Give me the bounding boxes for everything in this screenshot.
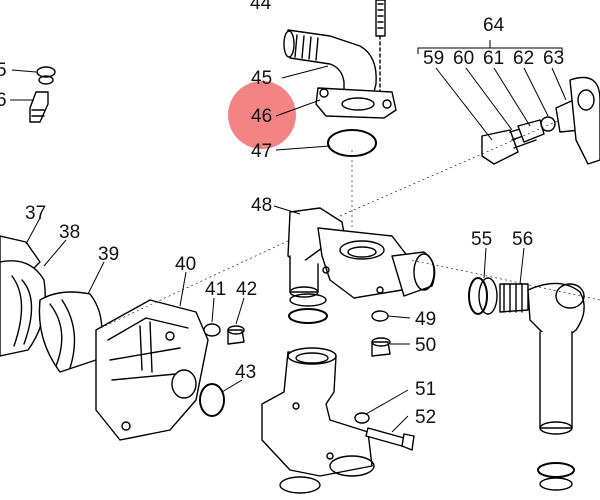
label-38: 38 bbox=[59, 222, 80, 243]
part-labels: 44 45 46 47 48 49 50 51 52 55 56 37 38 3… bbox=[0, 0, 564, 428]
label-51: 51 bbox=[415, 379, 436, 400]
label-60: 60 bbox=[453, 48, 474, 69]
part-48-valve-body bbox=[287, 207, 436, 299]
label-6: 6 bbox=[0, 90, 7, 111]
lower-manifold bbox=[261, 347, 375, 494]
label-45: 45 bbox=[251, 68, 272, 89]
label-48: 48 bbox=[251, 195, 272, 216]
label-5: 5 bbox=[0, 60, 7, 81]
label-52: 52 bbox=[415, 407, 436, 428]
label-50: 50 bbox=[415, 335, 436, 356]
label-59: 59 bbox=[423, 48, 444, 69]
label-55: 55 bbox=[471, 229, 492, 250]
label-62: 62 bbox=[513, 48, 534, 69]
part-55-56-coupling bbox=[468, 277, 585, 491]
part-49-washer bbox=[371, 310, 389, 322]
label-61: 61 bbox=[483, 48, 504, 69]
leader-lines bbox=[10, 40, 567, 433]
label-44: 44 bbox=[250, 0, 272, 14]
label-40: 40 bbox=[175, 254, 196, 275]
part-51-washer bbox=[354, 412, 370, 424]
label-63: 63 bbox=[543, 48, 564, 69]
part-59-64-valve-assembly bbox=[481, 76, 600, 165]
part-44-bolt bbox=[375, 0, 386, 121]
part-42-nut bbox=[227, 325, 245, 345]
part-43-o-ring bbox=[199, 383, 225, 417]
label-47: 47 bbox=[251, 141, 272, 162]
label-37: 37 bbox=[25, 203, 46, 224]
part-50-nut bbox=[371, 337, 391, 357]
left-pump-parts bbox=[0, 66, 103, 373]
part-40-pump-housing bbox=[95, 299, 209, 441]
part-48-seals bbox=[288, 293, 328, 324]
part-52-bolt bbox=[365, 427, 415, 451]
highlight-marker[interactable] bbox=[228, 81, 296, 149]
assembly-axes bbox=[95, 119, 600, 331]
label-43: 43 bbox=[235, 362, 256, 383]
label-39: 39 bbox=[98, 244, 119, 265]
part-47-o-ring bbox=[327, 129, 377, 157]
label-42: 42 bbox=[236, 279, 257, 300]
label-56: 56 bbox=[512, 229, 533, 250]
part-45-elbow-fitting bbox=[283, 29, 397, 119]
label-46: 46 bbox=[251, 106, 272, 127]
label-64: 64 bbox=[483, 15, 505, 36]
part-41-washer bbox=[203, 323, 221, 337]
label-49: 49 bbox=[415, 309, 436, 330]
label-41: 41 bbox=[205, 279, 226, 300]
